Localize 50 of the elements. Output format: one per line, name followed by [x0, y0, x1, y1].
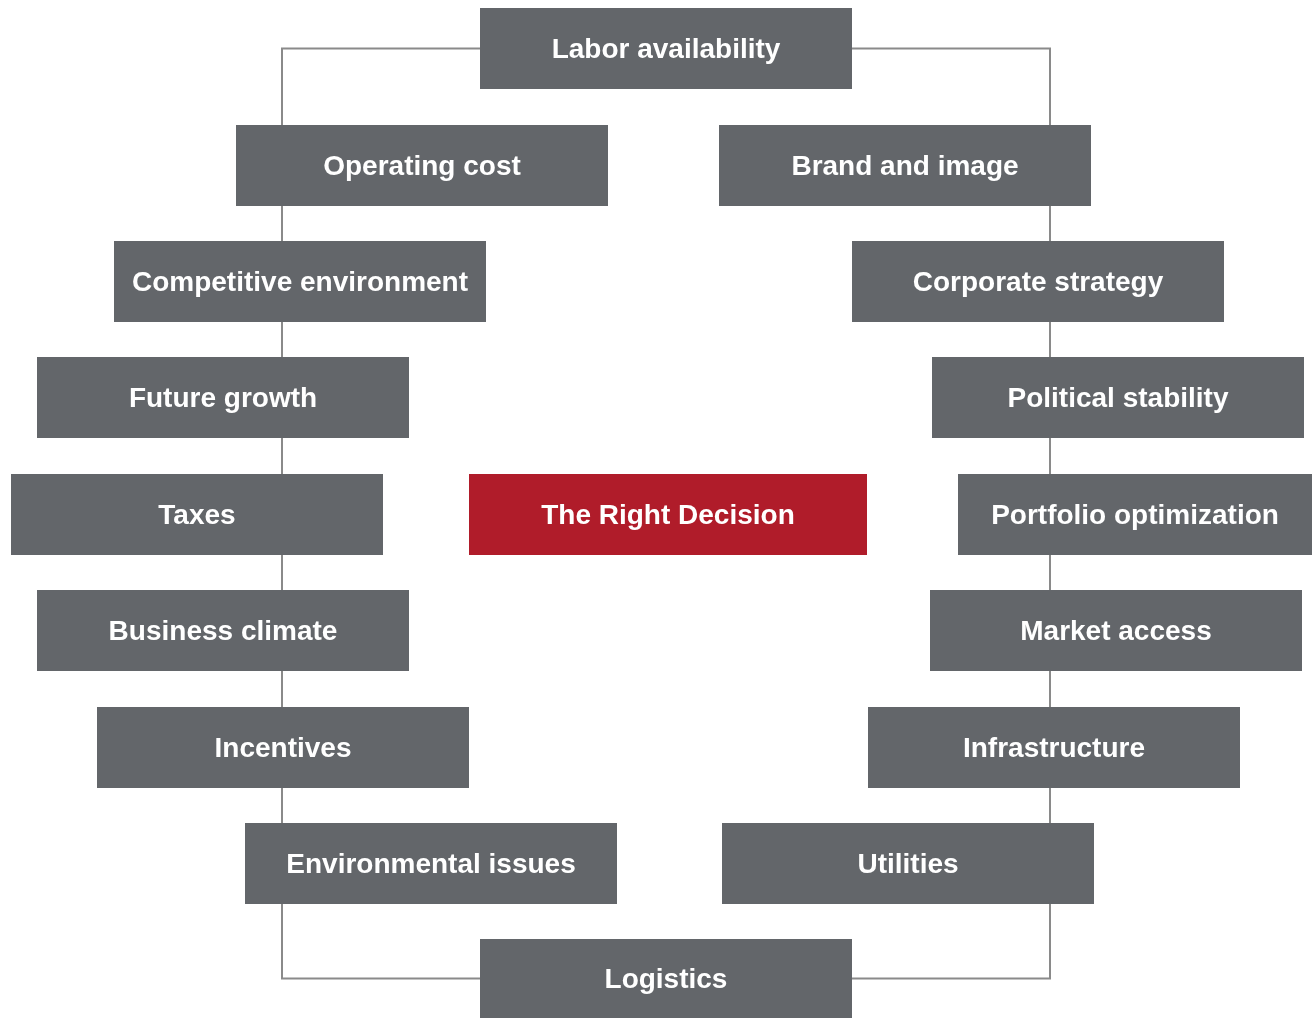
box-label: Future growth: [128, 381, 318, 414]
factor-box: [11, 474, 383, 555]
connector-line: [281, 787, 283, 824]
connector-line: [851, 903, 1051, 980]
box-label: Brand and image: [791, 149, 1019, 182]
factor-box: [958, 474, 1312, 555]
connector-line: [1049, 205, 1051, 242]
factor-box: [236, 125, 608, 206]
connector-line: [281, 437, 283, 475]
connector-line: [1049, 321, 1051, 358]
connector-line: [281, 554, 283, 591]
factor-box: [245, 823, 617, 904]
connector-line: [281, 47, 481, 126]
connector-line: [281, 205, 283, 242]
box-label: Environmental issues: [286, 847, 576, 880]
box-label: Logistics: [604, 962, 728, 995]
box-label: Taxes: [158, 498, 236, 531]
factor-box: [37, 590, 409, 671]
box-label: Utilities: [857, 847, 959, 880]
connector-line: [281, 670, 283, 708]
factor-box: [868, 707, 1240, 788]
connector-line: [1049, 670, 1051, 708]
factor-box: [37, 357, 409, 438]
box-label: Portfolio optimization: [991, 498, 1279, 531]
factor-box: [114, 241, 486, 322]
box-label: Market access: [1020, 614, 1212, 647]
factor-box: [930, 590, 1302, 671]
factor-box: [932, 357, 1304, 438]
factor-box: [480, 939, 852, 1018]
factor-box: [719, 125, 1091, 206]
box-label: Incentives: [214, 731, 352, 764]
connector-line: [1049, 787, 1051, 824]
factor-box: [97, 707, 469, 788]
factor-box: [480, 8, 852, 89]
box-label: Corporate strategy: [912, 265, 1164, 298]
factor-box: [852, 241, 1224, 322]
box-label: Labor availability: [551, 32, 781, 65]
box-label: Business climate: [108, 614, 338, 647]
box-label: Political stability: [1007, 381, 1229, 414]
box-label: The Right Decision: [541, 498, 795, 531]
connector-line: [281, 903, 481, 980]
decision-box: [469, 474, 867, 555]
factor-box: [722, 823, 1094, 904]
connector-line: [851, 47, 1051, 126]
connector-line: [1049, 437, 1051, 475]
connector-line: [1049, 554, 1051, 591]
connector-line: [281, 321, 283, 358]
box-label: Infrastructure: [962, 731, 1145, 764]
box-label: Competitive environment: [131, 265, 469, 298]
box-label: Operating cost: [323, 149, 521, 182]
